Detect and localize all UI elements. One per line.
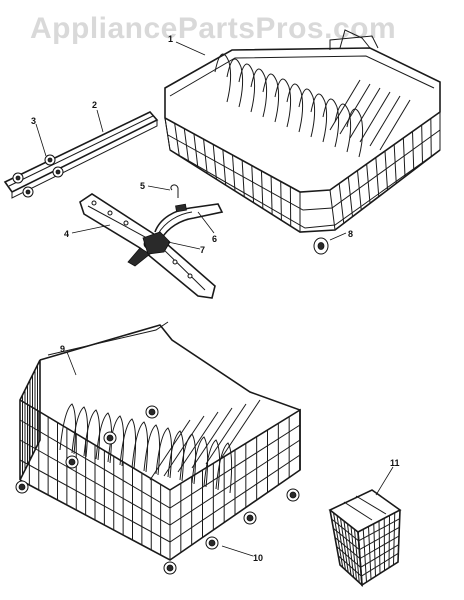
- callout-10: 10: [253, 553, 263, 563]
- callout-1: 1: [168, 34, 173, 44]
- leader-lines: [35, 41, 394, 557]
- callout-6: 6: [212, 234, 217, 244]
- rack-wheel-8: [313, 237, 329, 255]
- spray-arm-feed-tube: [154, 203, 224, 239]
- lower-rack: [19, 321, 301, 561]
- callout-11: 11: [390, 458, 400, 468]
- rail-rollers-3: [12, 154, 64, 198]
- callout-3: 3: [31, 116, 36, 126]
- callout-9: 9: [60, 344, 65, 354]
- spray-arm-hub-7: [142, 231, 171, 255]
- rack-slide-rail: [3, 111, 159, 199]
- tube-clip-5: [170, 184, 179, 198]
- lower-rack-wheels-10: [15, 405, 300, 575]
- callout-7: 7: [200, 245, 205, 255]
- callout-4: 4: [64, 229, 69, 239]
- callout-5: 5: [140, 181, 145, 191]
- silverware-basket: [328, 489, 402, 587]
- callout-2: 2: [92, 100, 97, 110]
- watermark-text: AppliancePartsPros.com: [30, 12, 396, 45]
- callout-8: 8: [348, 229, 353, 239]
- upper-rack: [164, 29, 441, 233]
